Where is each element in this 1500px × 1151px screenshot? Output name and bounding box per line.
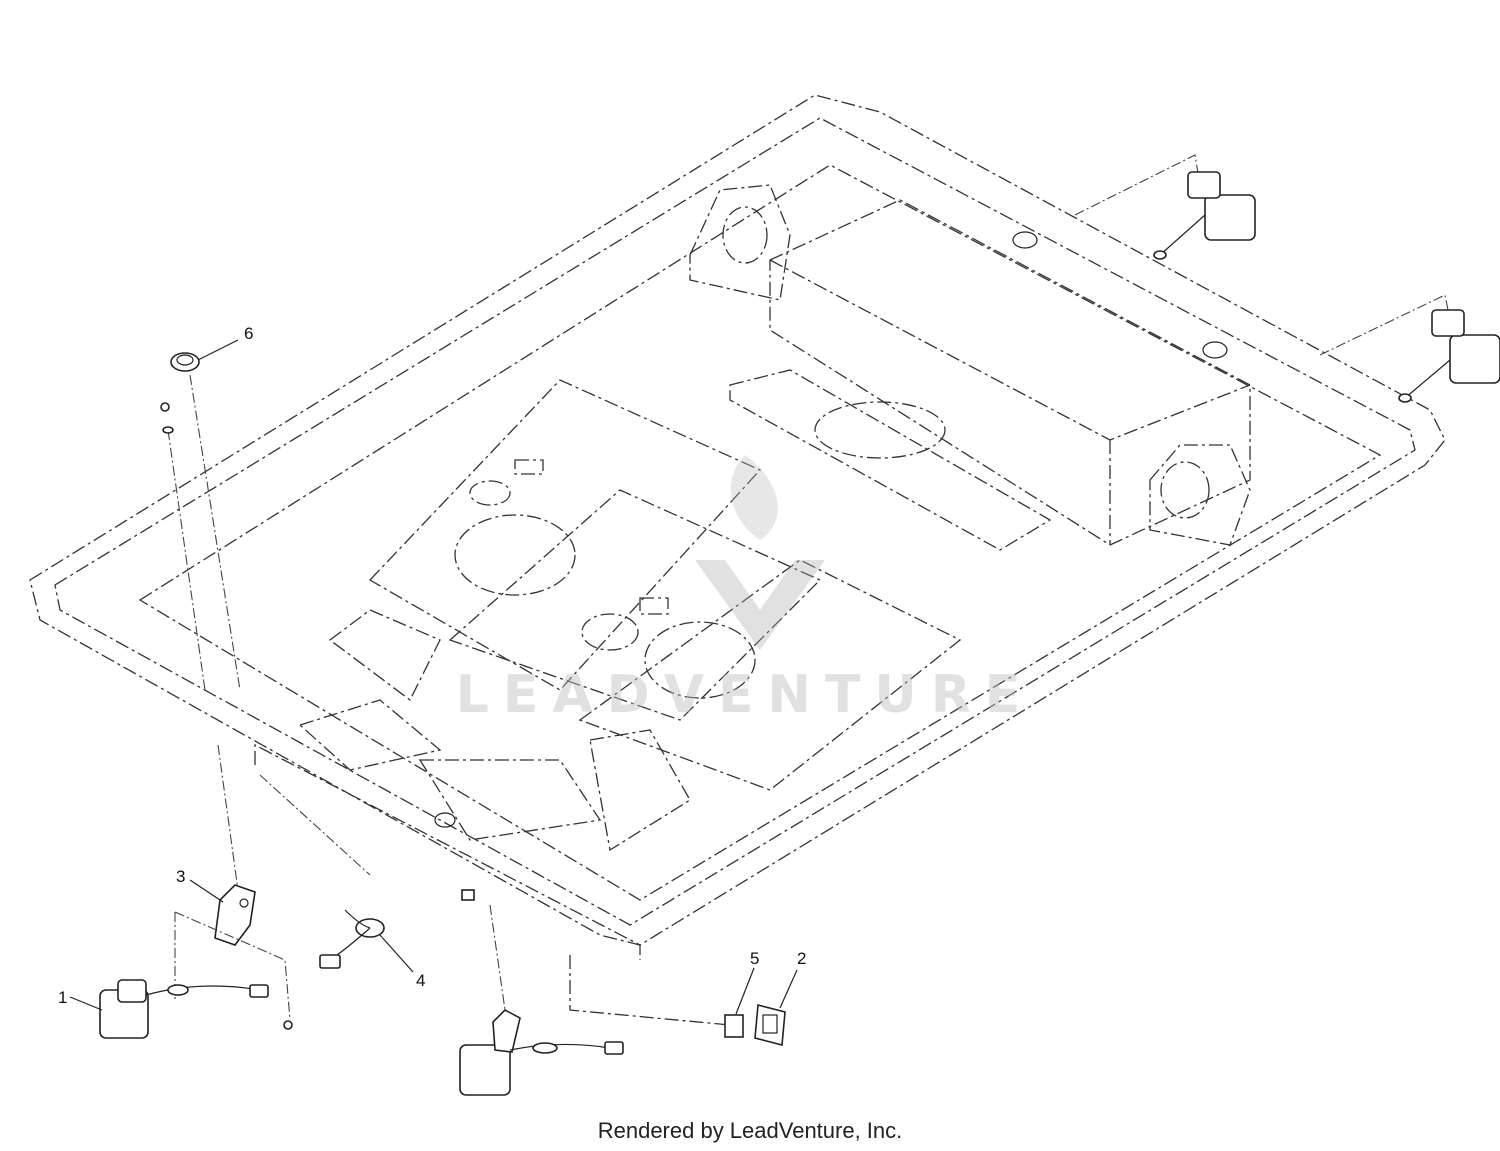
seat-pivot-front <box>1149 444 1251 546</box>
part-1-light <box>99 979 293 1039</box>
callout-leaders <box>69 339 798 1015</box>
callout-5: 5 <box>750 949 759 968</box>
callout-2: 2 <box>797 949 806 968</box>
callout-4: 4 <box>416 971 425 990</box>
front-light-center <box>459 889 624 1096</box>
seat-pivot-rear <box>689 184 791 301</box>
callout-3: 3 <box>176 867 185 886</box>
rear-light-lower <box>1319 294 1500 403</box>
callout-1: 1 <box>58 988 67 1007</box>
rendered-by-footer: Rendered by LeadVenture, Inc. <box>597 1118 903 1143</box>
part-6-grommet <box>160 352 241 691</box>
floor-grommets <box>434 231 1228 828</box>
battery-box <box>729 199 1251 551</box>
callout-6: 6 <box>244 324 253 343</box>
floor-pan-interior <box>298 379 962 852</box>
floor-pan-frame <box>29 94 1446 1026</box>
part-2-switch <box>754 1003 786 1047</box>
part-5-bezel <box>724 1014 744 1038</box>
watermark-text: LEADVENTURE <box>456 665 1035 725</box>
rear-light-upper <box>1074 154 1256 260</box>
part-4-harness <box>259 774 385 969</box>
part-3-bracket <box>174 744 291 1021</box>
watermark-logo <box>695 455 825 650</box>
